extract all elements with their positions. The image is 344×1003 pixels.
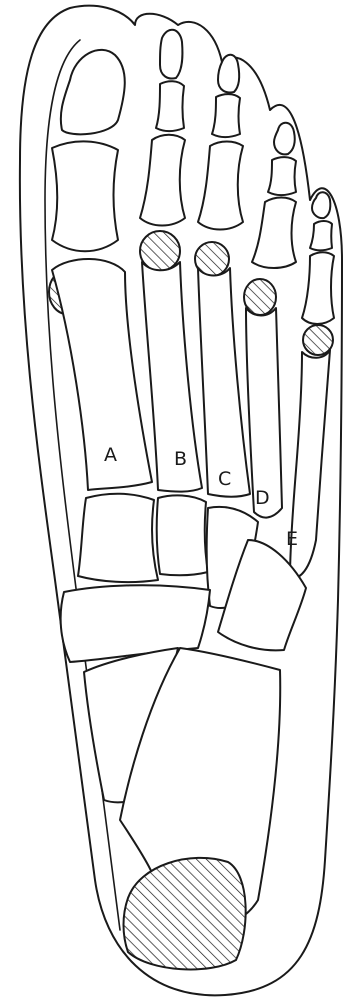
toe-5-middle-phalanx bbox=[310, 221, 332, 250]
label-e: E bbox=[286, 528, 298, 550]
toe-1-proximal-phalanx bbox=[52, 141, 118, 251]
toe-4-middle-phalanx bbox=[268, 157, 296, 195]
label-b: B bbox=[174, 448, 187, 470]
intermediate-cuneiform bbox=[157, 495, 208, 575]
medial-cuneiform bbox=[78, 494, 158, 582]
label-c: C bbox=[218, 468, 231, 490]
toe-2-middle-phalanx bbox=[156, 81, 184, 131]
label-a: A bbox=[104, 444, 117, 466]
toe-3-middle-phalanx bbox=[212, 94, 240, 137]
label-d: D bbox=[255, 487, 270, 509]
toe-2-distal-phalanx bbox=[160, 30, 182, 79]
